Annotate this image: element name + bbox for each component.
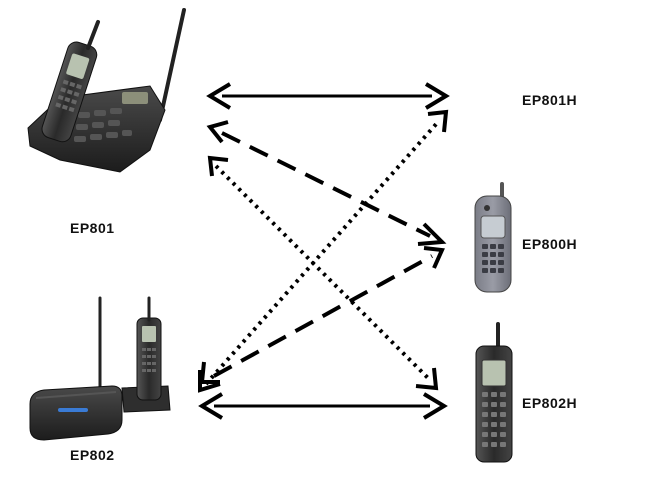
arrow-ep801-ep801h [206, 82, 450, 110]
ep800h-handset-icon [474, 182, 512, 293]
arrow-ep802-ep801h [198, 109, 449, 393]
ep801-base-station-icon [27, 8, 186, 173]
device-label-ep802h: EP802H [522, 395, 578, 411]
device-label-ep802: EP802 [70, 447, 115, 463]
arrow-ep801-ep802h [207, 155, 439, 391]
connection-arrows [198, 82, 450, 420]
ep802-base-station-icon [29, 296, 171, 441]
arrow-ep802-ep800h [199, 246, 445, 384]
ep802h-handset-icon [475, 322, 513, 463]
device-label-ep801h: EP801H [522, 92, 578, 108]
arrow-ep801-ep800h [206, 120, 447, 246]
device-label-ep801: EP801 [70, 220, 115, 236]
arrow-ep802-ep802h [198, 392, 448, 420]
device-label-ep800h: EP800H [522, 236, 578, 252]
